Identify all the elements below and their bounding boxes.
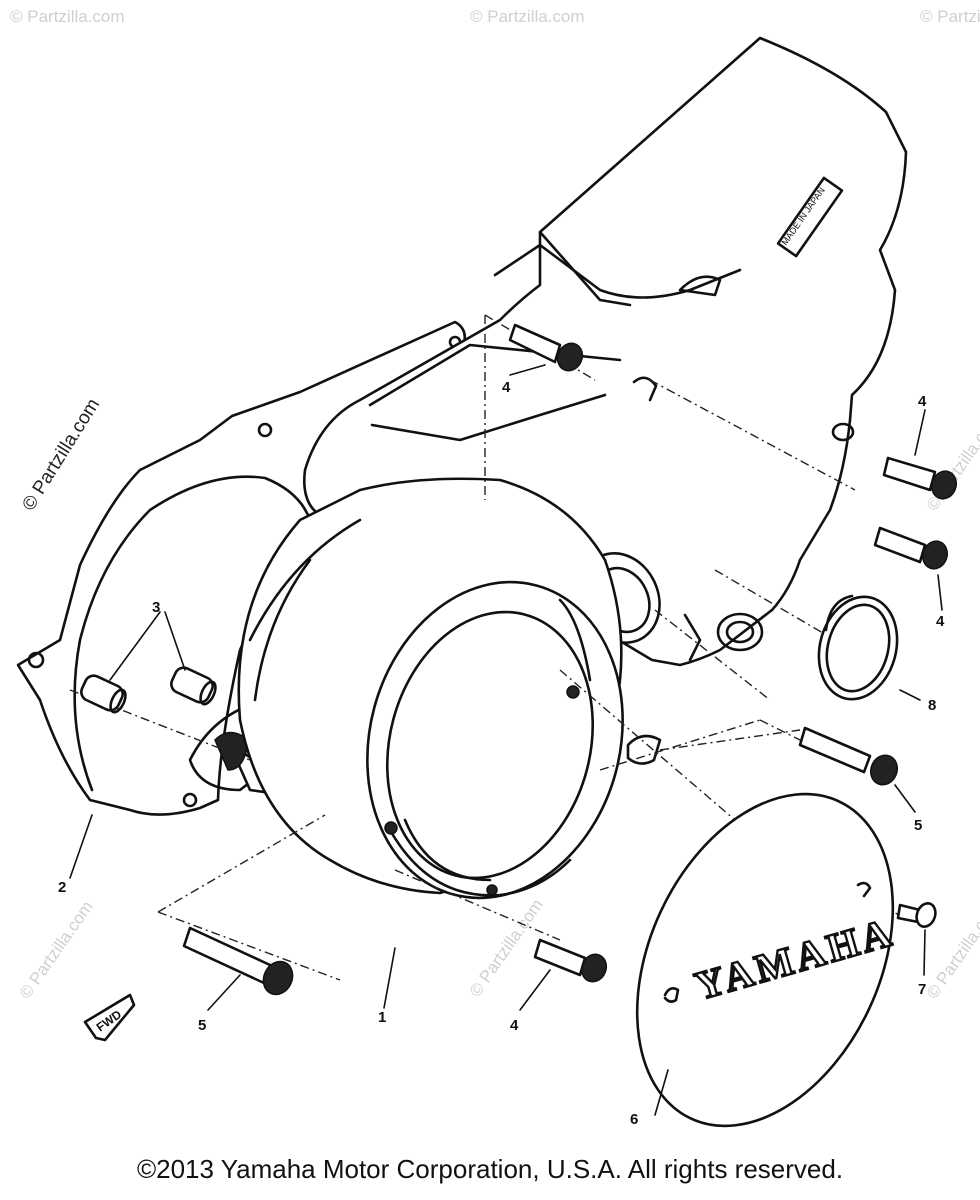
parts-diagram: © Partzilla.com © Partzilla.com © Partzi… bbox=[10, 7, 980, 1128]
watermark-bottom-left: © Partzilla.com bbox=[16, 898, 97, 1003]
part-1-stator-housing bbox=[237, 477, 662, 900]
part-8-cap bbox=[817, 594, 921, 701]
callout-1: 1 bbox=[378, 1009, 386, 1026]
callout-3: 3 bbox=[152, 599, 160, 616]
part-7-screw bbox=[896, 902, 937, 976]
callout-4-top: 4 bbox=[502, 379, 511, 396]
part-5-bolts bbox=[182, 726, 916, 1011]
part-3-dowel-pins bbox=[80, 611, 217, 714]
watermark-top-center: © Partzilla.com bbox=[470, 7, 585, 26]
bolt-5-left bbox=[182, 926, 294, 1011]
callout-8: 8 bbox=[928, 697, 936, 714]
bolt-4-bottom bbox=[519, 938, 608, 1011]
watermark-top-right: © Partzilla.com bbox=[920, 7, 980, 26]
callout-4-right-upper: 4 bbox=[918, 393, 927, 410]
bolt-5-right bbox=[798, 726, 916, 813]
callout-7: 7 bbox=[918, 981, 926, 998]
bolt-4-right-lower bbox=[873, 526, 949, 611]
watermark-right: © Partzilla.com bbox=[923, 410, 980, 515]
made-in-japan-plate bbox=[776, 176, 844, 258]
callout-6: 6 bbox=[630, 1111, 638, 1128]
watermark-diagonal-left: © Partzilla.com bbox=[18, 395, 104, 515]
callout-4-bottom: 4 bbox=[510, 1017, 519, 1034]
part-4-bolts bbox=[508, 323, 958, 1011]
watermark-top-left: © Partzilla.com bbox=[10, 7, 125, 26]
callouts: 1 2 3 4 4 4 4 5 5 6 7 8 bbox=[58, 379, 945, 1128]
part-6-outer-cover: YAMAHA bbox=[635, 792, 900, 1128]
watermark-bottom-center: © Partzilla.com bbox=[466, 896, 547, 1001]
copyright-notice: ©2013 Yamaha Motor Corporation, U.S.A. A… bbox=[136, 1154, 844, 1184]
callout-4-right-lower: 4 bbox=[936, 613, 945, 630]
callout-2: 2 bbox=[58, 879, 66, 896]
callout-5-right: 5 bbox=[914, 817, 922, 834]
bolt-4-right-upper bbox=[882, 409, 958, 500]
fwd-arrow: FWD bbox=[83, 993, 136, 1042]
bolt-4-top bbox=[508, 323, 584, 376]
callout-5-left: 5 bbox=[198, 1017, 206, 1034]
